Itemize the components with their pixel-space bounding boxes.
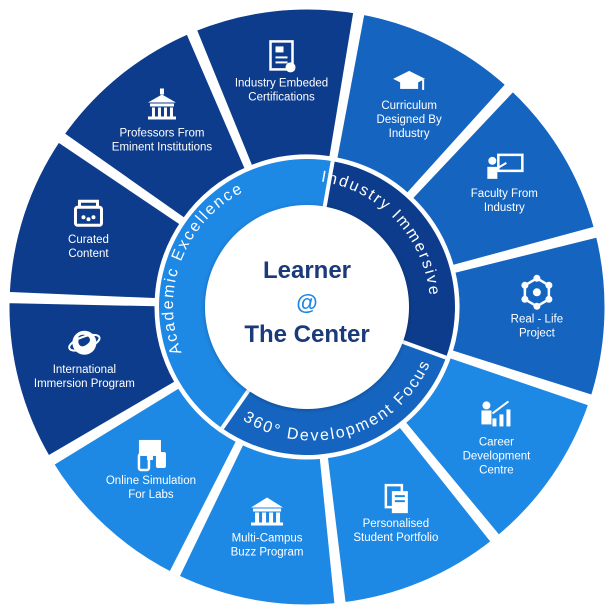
segment-wedge: [190, 4, 359, 172]
segment-wedge: [4, 298, 181, 462]
center-line-1: Learner: [263, 257, 351, 284]
teacher-board-icon: [487, 153, 524, 179]
segment-wedge: [331, 9, 512, 200]
segment-wedge: [58, 28, 251, 225]
content-box-icon: [73, 199, 103, 227]
segment-label-line: Content: [68, 248, 109, 260]
portfolio-icon: [384, 483, 408, 514]
segment-label-line: Personalised: [363, 518, 429, 530]
globe-icon: [68, 330, 101, 355]
ring-development-focus: [222, 341, 447, 455]
segment-label-line: Development: [463, 450, 532, 462]
segment-label-line: Multi-Campus: [232, 533, 303, 545]
center-disc: Learner @ The Center: [205, 205, 409, 409]
segment-label-line: Buzz Program: [231, 547, 304, 559]
segment-wedge: [322, 420, 498, 608]
ring-academic-excellence: [159, 159, 333, 429]
segment-label-line: International: [53, 364, 116, 376]
segment-label-line: Eminent Institutions: [112, 141, 213, 153]
center-line-3: The Center: [244, 321, 369, 348]
segment-label-line: Faculty From: [471, 188, 538, 200]
certificate-icon: [269, 40, 296, 73]
segment-label-line: Professors From: [119, 127, 204, 139]
center-line-2: @: [296, 290, 317, 315]
segment-wedge: [406, 85, 600, 271]
segment-wedge: [446, 231, 610, 401]
segment-wedge: [399, 352, 595, 542]
segment-label-line: Immersion Program: [34, 378, 135, 390]
segment-label-line: Industry Embeded: [235, 77, 328, 89]
segment-label-line: For Labs: [128, 489, 174, 501]
segment-label-line: Real - Life: [511, 313, 563, 325]
segment-label-line: Designed By: [377, 114, 442, 126]
segment-wedge: [4, 136, 187, 304]
career-growth-icon: [481, 400, 511, 427]
segment-label-line: Student Portfolio: [353, 532, 438, 544]
graduation-cap-icon: [393, 70, 426, 90]
network-hub-icon: [521, 274, 553, 310]
segment-label-line: Online Simulation: [106, 475, 196, 487]
segment-label-line: Centre: [479, 464, 514, 476]
segment-label-line: Certifications: [248, 91, 315, 103]
segment-label-line: Industry: [389, 128, 430, 140]
devices-icon: [137, 439, 166, 472]
campus-building-icon: [251, 497, 284, 526]
ring-industry-immersive: [324, 161, 455, 358]
segment-label-line: Project: [519, 327, 556, 339]
segment-label-line: Industry: [484, 202, 525, 214]
segment-label-line: Curated: [68, 234, 109, 246]
segment-wedge: [47, 381, 243, 578]
institution-icon: [147, 88, 176, 120]
segment-label-line: Curriculum: [381, 100, 437, 112]
segment-label-line: Career: [479, 436, 514, 448]
